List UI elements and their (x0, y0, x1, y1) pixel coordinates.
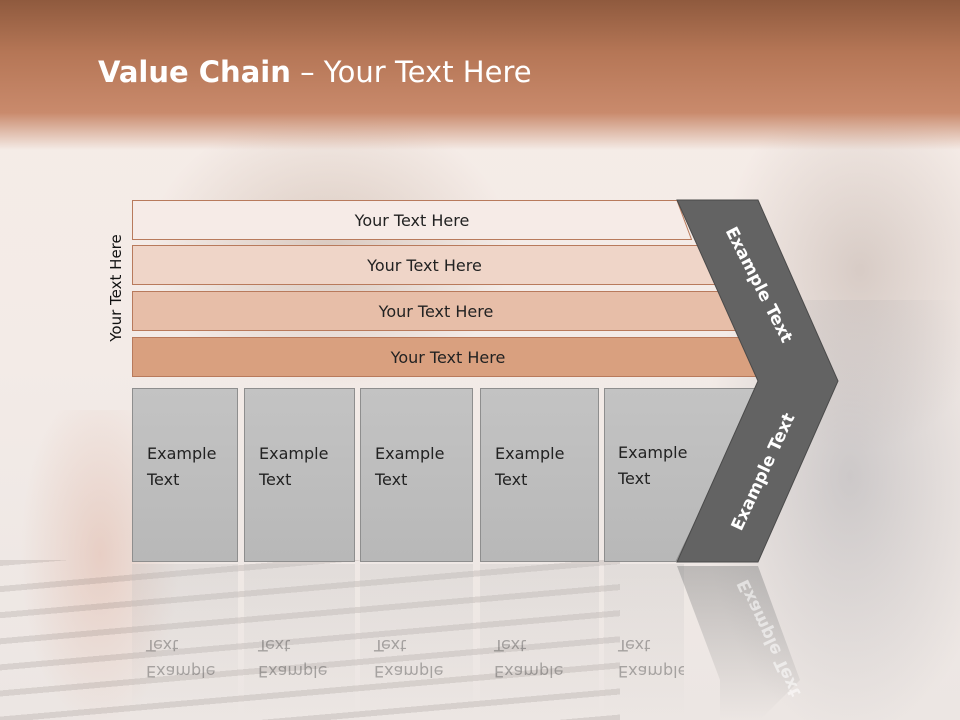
column-reflection: Example Text (604, 564, 684, 720)
column-label: Example Text (259, 444, 329, 489)
activity-column[interactable]: Example Text (132, 388, 238, 562)
title-rest: – Your Text Here (290, 55, 532, 89)
activity-column[interactable]: Example Text (360, 388, 473, 562)
activity-column[interactable]: Example Text (244, 388, 355, 562)
column-label: Example Text (147, 444, 217, 489)
column-label: Example Text (375, 444, 445, 489)
column-reflection: Example Text (480, 564, 599, 720)
row-label: Your Text Here (367, 255, 482, 275)
column-reflection: Example Text (360, 564, 473, 720)
activity-column[interactable]: Example Text (480, 388, 599, 562)
value-row[interactable]: Your Text Here (132, 337, 764, 377)
value-row[interactable]: Your Text Here (132, 291, 740, 331)
slide-title[interactable]: Value Chain – Your Text Here (98, 55, 532, 89)
activity-column[interactable]: Example Text (604, 388, 764, 562)
column-reflection: Example Text (244, 564, 355, 720)
row-label: Your Text Here (354, 210, 470, 230)
column-label: Example Text (495, 444, 565, 489)
column-label: Example Text (618, 443, 688, 488)
row-label: Your Text Here (378, 301, 494, 321)
value-row[interactable]: Your Text Here (132, 245, 717, 285)
title-bar (0, 0, 960, 150)
title-bold: Value Chain (98, 55, 291, 89)
row-label: Your Text Here (390, 347, 506, 367)
column-reflection: Example Text (132, 564, 238, 720)
value-row[interactable]: Your Text Here (132, 200, 692, 240)
